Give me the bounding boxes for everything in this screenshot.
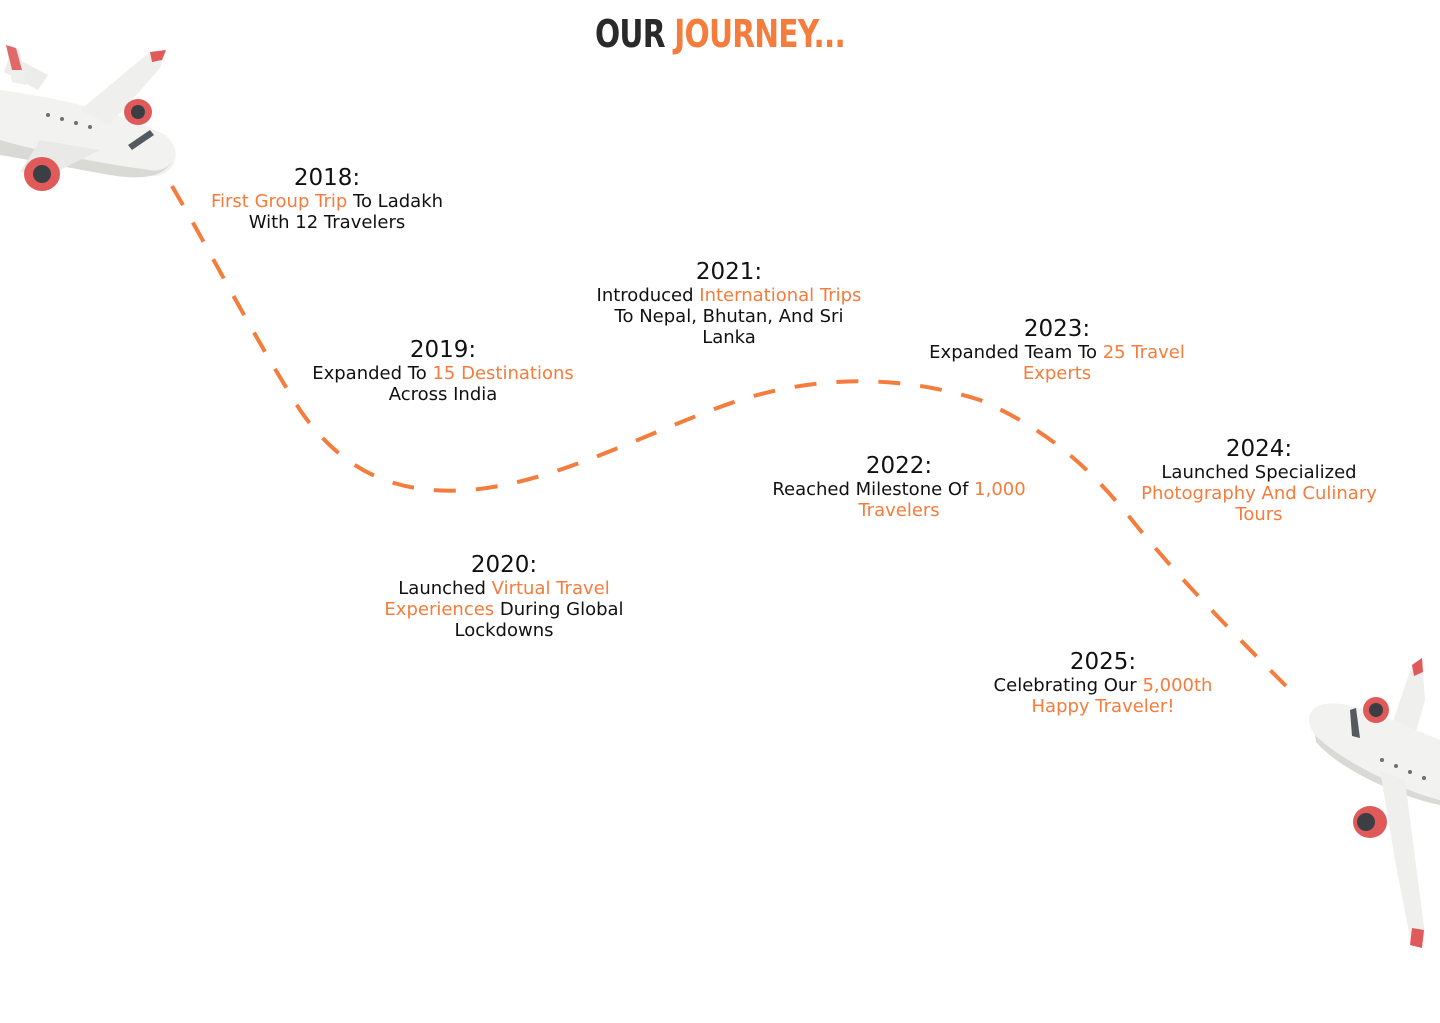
- milestone-text: Across India: [388, 384, 498, 405]
- milestone-description: Launched Virtual Travel Experiences Duri…: [369, 578, 639, 641]
- milestone-2020: 2020: Launched Virtual Travel Experience…: [369, 552, 639, 641]
- milestone-description: Launched Specialized Photography And Cul…: [1119, 462, 1399, 525]
- milestone-2019: 2019: Expanded To 15 Destinations Across…: [298, 337, 588, 405]
- milestone-highlight: 1,000 Travelers: [858, 479, 1026, 521]
- airplane-bottom-right-icon: [1308, 658, 1440, 948]
- milestone-highlight: International Trips: [699, 285, 862, 306]
- milestone-text: During Global Lockdowns: [454, 599, 624, 641]
- milestone-year: 2018:: [293, 165, 361, 191]
- journey-path: [170, 184, 1302, 702]
- milestone-description: Celebrating Our 5,000th Happy Traveler!: [973, 675, 1233, 717]
- milestone-2018: 2018: First Group Trip To Ladakh With 12…: [197, 165, 457, 233]
- milestone-text: Expanded To: [312, 363, 433, 384]
- milestone-2021: 2021: Introduced International Trips To …: [592, 259, 867, 348]
- milestone-year: 2025:: [1069, 649, 1137, 675]
- page-title: OUR JOURNEY...: [158, 12, 1281, 56]
- milestone-text: Expanded Team To: [929, 342, 1103, 363]
- airplane-top-left-icon: [0, 45, 176, 191]
- milestone-text: Launched Specialized: [1161, 462, 1357, 483]
- title-part-our: OUR: [594, 12, 666, 56]
- milestone-highlight: 25 Travel Experts: [1022, 342, 1185, 384]
- milestone-highlight: 5,000th Happy Traveler!: [1031, 675, 1213, 717]
- milestone-year: 2024:: [1225, 436, 1293, 462]
- milestone-year: 2019:: [409, 337, 477, 363]
- milestone-highlight: Photography And Culinary Tours: [1141, 483, 1377, 525]
- milestone-highlight: First Group Trip: [210, 191, 348, 212]
- milestone-year: 2020:: [470, 552, 538, 578]
- title-part-journey: JOURNEY...: [674, 12, 845, 56]
- milestone-year: 2023:: [1023, 316, 1091, 342]
- milestone-year: 2021:: [695, 259, 763, 285]
- milestone-description: Introduced International Trips To Nepal,…: [592, 285, 867, 348]
- milestone-2023: 2023: Expanded Team To 25 Travel Experts: [907, 316, 1207, 384]
- milestone-text: Celebrating Our: [993, 675, 1143, 696]
- milestone-highlight: Virtual Travel Experiences: [384, 578, 610, 620]
- milestone-text: Launched: [398, 578, 492, 599]
- milestone-text: To Ladakh With 12 Travelers: [248, 191, 444, 233]
- milestone-description: Expanded Team To 25 Travel Experts: [907, 342, 1207, 384]
- milestone-text: To Nepal, Bhutan, And Sri Lanka: [614, 306, 844, 348]
- milestone-2024: 2024: Launched Specialized Photography A…: [1119, 436, 1399, 525]
- milestone-description: Expanded To 15 Destinations Across India: [298, 363, 588, 405]
- milestone-2022: 2022: Reached Milestone Of 1,000 Travele…: [754, 453, 1044, 521]
- milestone-highlight: 15 Destinations: [432, 363, 574, 384]
- milestone-year: 2022:: [865, 453, 933, 479]
- milestone-2025: 2025: Celebrating Our 5,000th Happy Trav…: [973, 649, 1233, 717]
- milestone-text: Reached Milestone Of: [772, 479, 975, 500]
- milestone-description: First Group Trip To Ladakh With 12 Trave…: [197, 191, 457, 233]
- milestone-description: Reached Milestone Of 1,000 Travelers: [754, 479, 1044, 521]
- milestone-text: Introduced: [596, 285, 700, 306]
